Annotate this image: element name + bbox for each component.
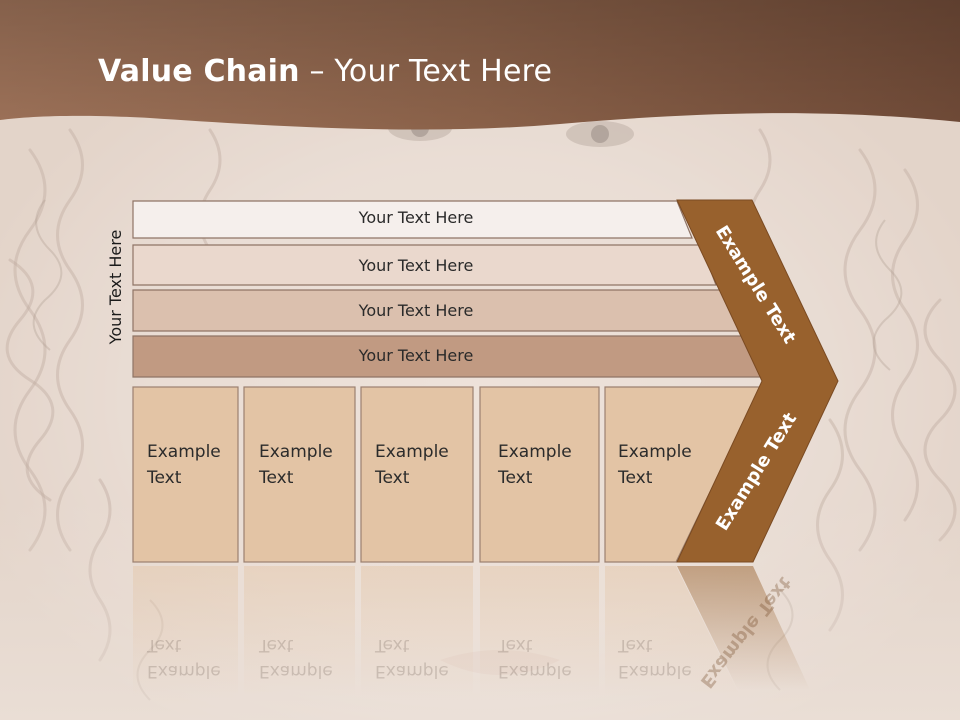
cell-2 [243, 386, 356, 563]
side-label: Your Text Here [106, 229, 125, 345]
cell-2-reflection: Example Text [259, 635, 333, 681]
bar-3-label: Your Text Here [358, 301, 474, 320]
cell-1-reflection: Example Text [147, 635, 221, 681]
cell-5-reflection-shape [605, 566, 740, 696]
bar-1 [132, 200, 693, 239]
bar-2 [132, 244, 717, 286]
cell-1-label: Example Text [147, 442, 221, 488]
bar-4-label: Your Text Here [358, 346, 474, 365]
cell-3 [360, 386, 474, 563]
chevron-reflection-shape [677, 566, 810, 690]
reflection-layer [133, 566, 810, 696]
chevron-arrow [676, 199, 839, 563]
slide-title: Value Chain – Your Text Here [98, 54, 552, 89]
bar-group [132, 200, 765, 378]
cell-1 [132, 386, 239, 563]
cell-5-label: Example Text [618, 442, 692, 488]
cell-3-label: Example Text [375, 442, 449, 488]
cell-2-label: Example Text [259, 442, 333, 488]
cell-5-reflection: Example Text [618, 635, 692, 681]
cell-group [132, 386, 762, 563]
cell-3-reflection: Example Text [375, 635, 449, 681]
cell-4 [479, 386, 600, 563]
title-rest: – Your Text Here [299, 54, 553, 89]
cell-4-reflection: Example Text [498, 635, 572, 681]
bar-2-label: Your Text Here [358, 256, 474, 275]
bar-1-label: Your Text Here [358, 208, 474, 227]
cell-3-reflection-shape [361, 566, 473, 696]
chevron-group [676, 199, 839, 563]
cell-1-reflection-shape [133, 566, 238, 696]
cell-2-reflection-shape [244, 566, 355, 696]
cell-4-label: Example Text [498, 442, 572, 488]
title-bold: Value Chain [98, 54, 300, 89]
cell-4-reflection-shape [480, 566, 599, 696]
cell-5 [604, 386, 762, 563]
